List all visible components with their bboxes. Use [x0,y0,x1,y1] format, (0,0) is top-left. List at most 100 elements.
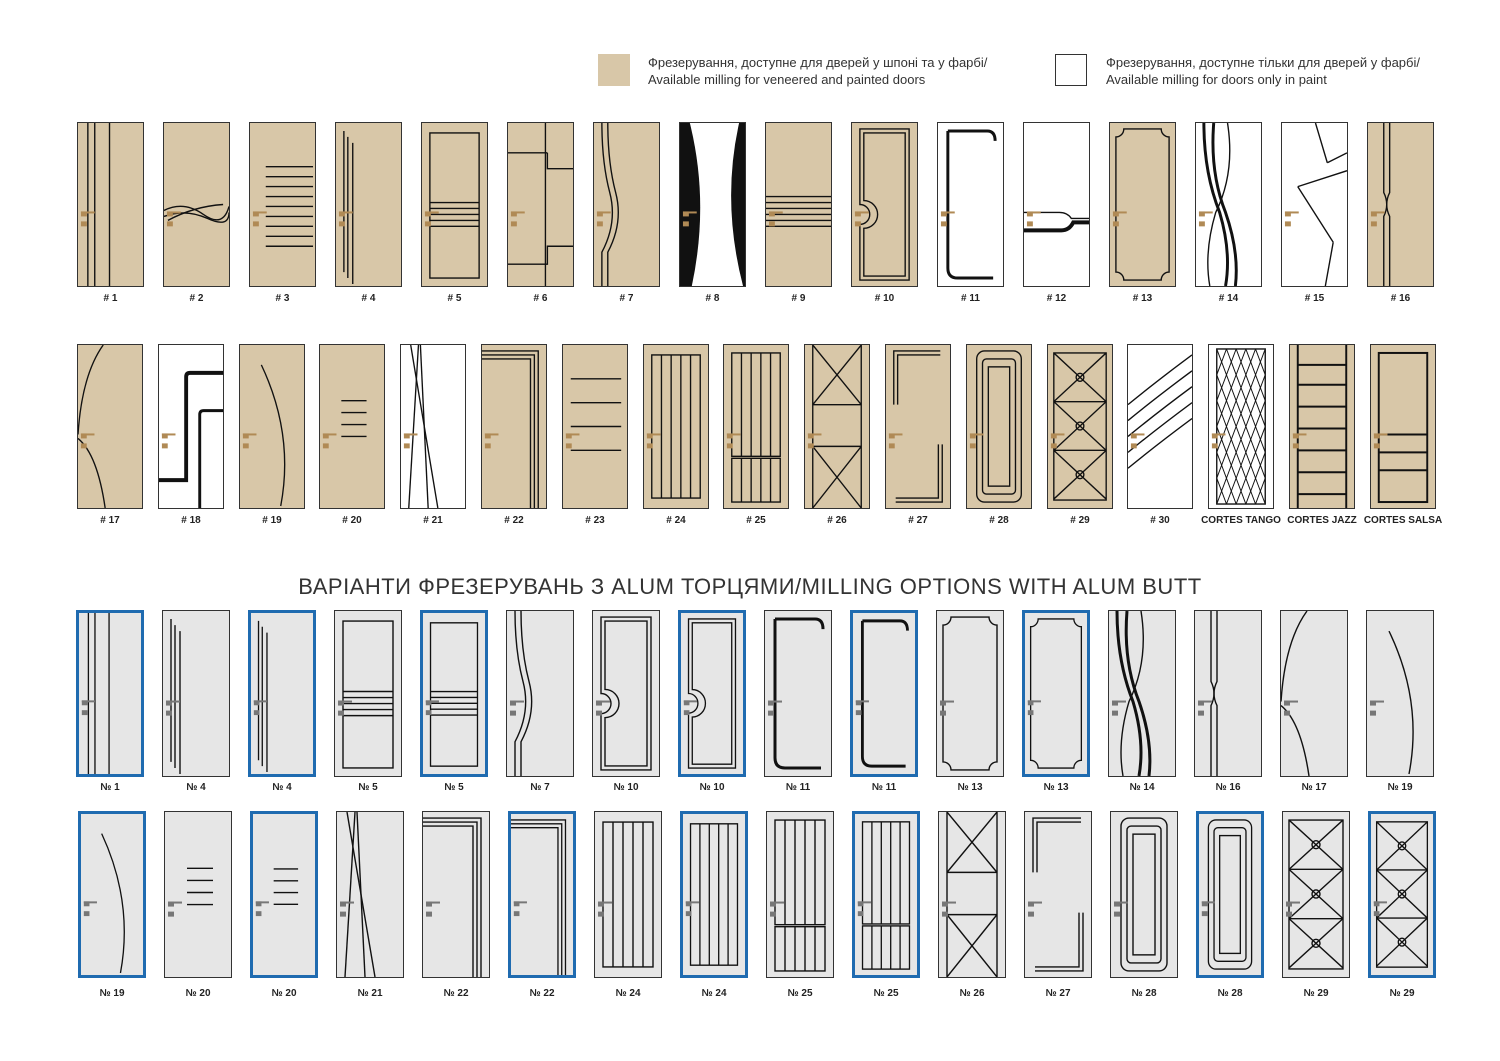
door-p30 [1127,344,1193,509]
door-label: # 10 [874,293,895,304]
door-p5 [420,610,488,777]
door-pattern-svg [424,132,480,279]
door-p10 [592,610,660,777]
door-p27 [1024,811,1092,978]
door-p23 [562,344,628,509]
door-label: # 20 [342,515,362,526]
door-label: # 19 [262,515,282,526]
door-label: # 30 [1150,515,1170,526]
door-pattern-svg [80,123,111,286]
door-pattern-svg [1198,123,1238,286]
door-label: № 4 [272,782,292,793]
door-p19 [78,811,146,978]
door-pattern-svg [940,129,997,280]
door-salsa [1370,344,1436,509]
door-label: № 11 [785,782,811,793]
door-jazz [1289,344,1355,509]
door-p25 [766,811,834,978]
door-label: № 7 [530,782,550,793]
door-label: # 22 [504,515,524,526]
door-pattern-svg [159,370,223,508]
door-label: # 21 [423,515,443,526]
door-p3 [249,122,316,287]
door-pattern-svg [766,195,831,228]
legend-paint-line1: Фрезерування, доступне тільки для дверей… [1106,55,1420,70]
door-p11 [764,610,832,777]
door-p6 [507,122,574,287]
door-p22 [481,344,547,509]
door-pattern-svg [340,812,376,977]
door-pattern-svg [482,350,539,508]
door-pattern-svg [508,123,573,286]
door-pattern-svg [338,620,394,769]
door-p11 [850,610,918,777]
door-pattern-svg [1112,611,1152,776]
door-pattern-svg [1211,348,1266,505]
door-label: # 2 [189,293,204,304]
door-p17 [77,344,143,509]
door-pattern-svg [855,619,909,768]
door-label: # 17 [100,515,120,526]
legend-swatch-paint [1055,54,1087,86]
door-pattern-svg [78,345,106,508]
door-pattern-svg [596,123,619,286]
legend-swatch-veneer [598,54,630,86]
door-pattern-svg [596,616,652,771]
door-label: № 21 [357,988,383,999]
door-label: № 20 [271,988,297,999]
door-pattern-svg [1024,211,1089,233]
door-label: # 27 [908,515,928,526]
door-p25 [723,344,789,509]
door-pattern-svg [1370,630,1414,775]
door-pattern-svg [1373,821,1429,968]
door-pattern-svg [322,399,367,449]
door-tango [1208,344,1274,509]
door-p28 [966,344,1032,509]
door-pattern-svg [255,868,299,917]
door-p28 [1196,811,1264,978]
door-p21 [400,344,466,509]
door-pattern-svg [565,378,622,452]
door-p16 [1194,610,1262,777]
door-pattern-svg [403,345,439,508]
door-p10 [851,122,918,287]
door-label: № 28 [1131,988,1157,999]
door-p24 [680,811,748,978]
door-label: # 1 [103,293,118,304]
door-pattern-svg [807,345,862,508]
door-p10 [678,610,746,777]
door-label: # 14 [1218,293,1239,304]
door-p29 [1282,811,1350,978]
door-pattern-svg [253,620,268,773]
door-p12 [1023,122,1090,287]
door-label: # 6 [533,293,548,304]
door-pattern-svg [510,611,533,776]
door-p18 [158,344,224,509]
door-pattern-svg [168,867,213,917]
door-label: № 29 [1303,988,1329,999]
door-label: № 5 [358,782,378,793]
door-label: № 10 [699,782,725,793]
door-label: # 3 [275,293,290,304]
door-pattern-svg [164,203,229,227]
door-label: № 4 [186,782,206,793]
door-p13 [1022,610,1090,777]
door-p7 [506,610,574,777]
door-label: # 25 [746,515,766,526]
door-pattern-svg [726,352,781,503]
door-p25 [852,811,920,978]
door-pattern-svg [1128,354,1192,469]
door-pattern-svg [1112,128,1170,281]
door-pattern-svg [1292,345,1348,508]
door-p24 [594,811,662,978]
door-pattern-svg [680,123,745,286]
door-p2 [163,122,230,287]
door-label: CORTES JAZZ [1287,515,1357,526]
section-title-alum: ВАРІАНТИ ФРЕЗЕРУВАНЬ З ALUM ТОРЦЯМИ/MILL… [298,574,1202,599]
door-label: # 12 [1046,293,1067,304]
door-pattern-svg [854,128,910,281]
door-p22 [508,811,576,978]
door-label: № 29 [1389,988,1415,999]
legend-veneer-text: Фрезерування, доступне для дверей у шпон… [648,54,987,88]
door-p24 [643,344,709,509]
